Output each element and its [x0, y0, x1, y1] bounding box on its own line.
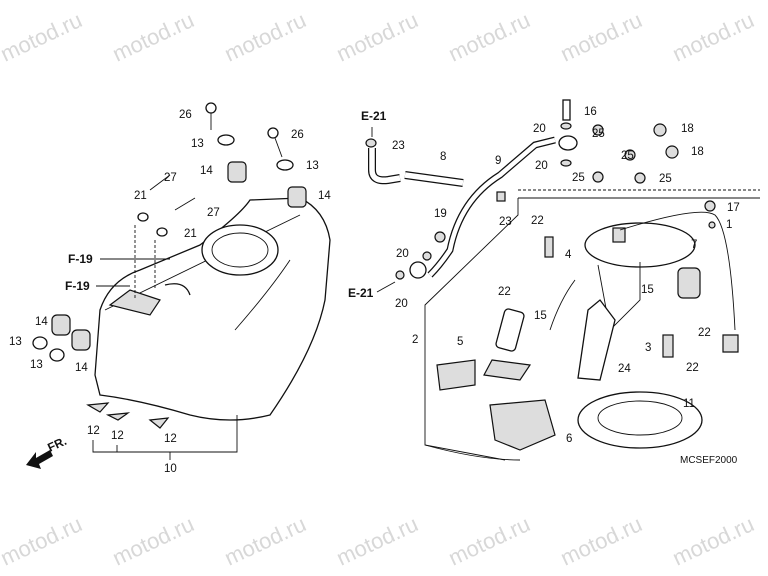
tank-hardware	[32, 102, 307, 460]
watermark-text: motod.ru	[445, 7, 534, 66]
callout-13: 13	[30, 359, 43, 371]
callout-16: 16	[584, 106, 597, 118]
ref-e21: E-21	[361, 109, 387, 123]
watermark-text: motod.ru	[221, 511, 310, 570]
watermark-text: motod.ru	[109, 7, 198, 66]
callout-15: 15	[641, 284, 654, 296]
callout-26: 26	[179, 109, 192, 121]
callout-17: 17	[727, 202, 740, 214]
callout-25: 25	[659, 173, 672, 185]
ref-f19: F-19	[65, 279, 90, 293]
callout-13: 13	[306, 160, 319, 172]
front-arrow: FR.	[26, 434, 69, 469]
callout-22: 22	[686, 362, 699, 374]
callout-14: 14	[318, 190, 331, 202]
callout-18: 18	[691, 146, 704, 158]
callout-1: 1	[726, 219, 732, 231]
callout-25: 25	[572, 172, 585, 184]
fuel-tank	[94, 197, 331, 421]
callout-2: 2	[412, 334, 418, 346]
callout-22: 22	[698, 327, 711, 339]
callout-21: 21	[184, 228, 197, 240]
callout-12: 12	[111, 430, 124, 442]
callout-25: 25	[592, 128, 605, 140]
callout-7: 7	[691, 239, 697, 251]
callout-14: 14	[200, 165, 213, 177]
callout-20: 20	[535, 160, 548, 172]
callout-25: 25	[621, 150, 634, 162]
watermark-text: motod.ru	[221, 7, 310, 66]
fuel-hoses	[365, 99, 578, 293]
callout-12: 12	[164, 433, 177, 445]
callout-19: 19	[434, 208, 447, 220]
callout-5: 5	[457, 336, 463, 348]
watermark-text: motod.ru	[557, 7, 646, 66]
watermark-text: motod.ru	[333, 511, 422, 570]
watermark-text: motod.ru	[669, 7, 758, 66]
callout-26: 26	[291, 129, 304, 141]
callout-14: 14	[35, 316, 48, 328]
callout-22: 22	[531, 215, 544, 227]
callout-9: 9	[495, 155, 501, 167]
callout-22: 22	[498, 286, 511, 298]
watermark-text: motod.ru	[557, 511, 646, 570]
callout-21: 21	[134, 190, 147, 202]
callout-15: 15	[534, 310, 547, 322]
callout-6: 6	[566, 433, 572, 445]
callout-10: 10	[164, 463, 177, 475]
callout-20: 20	[533, 123, 546, 135]
watermark-text: motod.ru	[0, 7, 86, 66]
callout-12: 12	[87, 425, 100, 437]
callout-24: 24	[618, 363, 631, 375]
callout-4: 4	[565, 249, 572, 261]
watermark-text: motod.ru	[109, 511, 198, 570]
callout-14: 14	[75, 362, 88, 374]
callout-27: 27	[207, 207, 220, 219]
callout-11: 11	[683, 398, 695, 410]
callout-13: 13	[191, 138, 204, 150]
callout-8: 8	[440, 151, 446, 163]
watermark-text: motod.ru	[333, 7, 422, 66]
callout-23: 23	[499, 216, 512, 228]
callout-23: 23	[392, 140, 405, 152]
ref-f19: F-19	[68, 252, 93, 266]
diagram-code: MCSEF2000	[680, 455, 738, 466]
callout-18: 18	[681, 123, 694, 135]
watermark-text: motod.ru	[445, 511, 534, 570]
callout-27: 27	[164, 172, 177, 184]
fuel-pump-assembly	[424, 123, 760, 461]
callout-labels: 26 13 14 26 13 14 27 21 27 21 F-19 F-19 …	[9, 106, 740, 475]
callout-20: 20	[395, 298, 408, 310]
ref-e21: E-21	[348, 286, 374, 300]
watermark-text: motod.ru	[0, 511, 86, 570]
callout-13: 13	[9, 336, 22, 348]
callout-20: 20	[396, 248, 409, 260]
front-arrow-label: FR.	[45, 434, 68, 455]
watermark-text: motod.ru	[669, 511, 758, 570]
callout-3: 3	[645, 342, 651, 354]
